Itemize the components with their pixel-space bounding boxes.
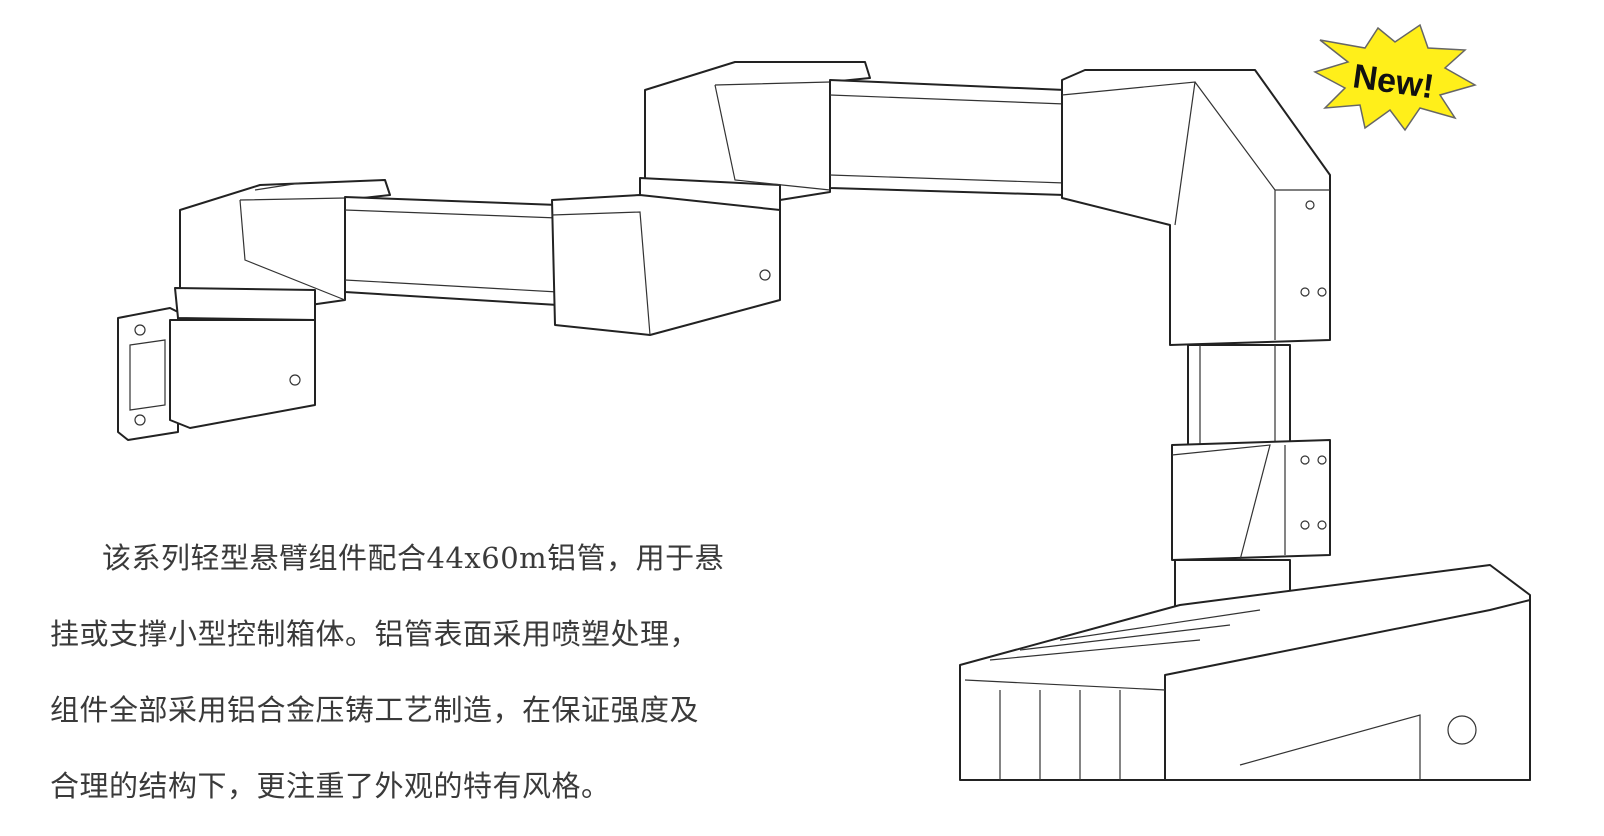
vertical-tube [1187, 344, 1291, 446]
middle-joint [551, 61, 871, 336]
aluminum-tube-2 [829, 79, 1066, 196]
wall-joint [169, 179, 391, 429]
elbow-joint [1061, 69, 1331, 346]
tube-clamp [1171, 439, 1331, 561]
description-line: 挂或支撑小型控制箱体。铝管表面采用喷塑处理， [50, 617, 700, 651]
wall-mount-plate [117, 307, 179, 441]
description-line: 合理的结构下，更注重了外观的特有风格。 [50, 769, 611, 803]
aluminum-tube-1 [344, 196, 559, 306]
new-badge: New! [1313, 23, 1477, 132]
description-line: 该系列轻型悬臂组件配合44x60m铝管，用于悬 [102, 541, 725, 575]
description-line: 组件全部采用铝合金压铸工艺制造，在保证强度及 [50, 693, 700, 727]
control-box [959, 559, 1531, 781]
product-description: 该系列轻型悬臂组件配合44x60m铝管，用于悬 挂或支撑小型控制箱体。铝管表面采… [50, 530, 750, 834]
